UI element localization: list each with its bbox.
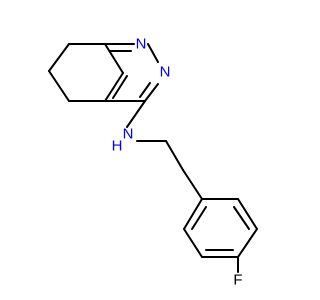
nitrogen-atom-n1: N — [136, 36, 147, 53]
bond — [104, 43, 124, 74]
bond — [183, 198, 203, 230]
bond — [182, 169, 203, 200]
amine-hydrogen: H — [112, 138, 123, 155]
bond — [237, 198, 258, 230]
bond — [112, 75, 128, 99]
bond — [191, 206, 207, 230]
fluorine-atom: F — [233, 272, 242, 289]
bond — [237, 228, 258, 258]
bond — [147, 43, 159, 63]
amine-nitrogen: N — [123, 126, 134, 143]
nitrogen-atom-n3: N — [160, 64, 171, 81]
bond — [48, 70, 70, 102]
bond — [165, 140, 184, 171]
bond — [183, 228, 203, 258]
bond — [126, 100, 146, 128]
bond — [139, 82, 151, 98]
molecule-drawing: N N N H F — [48, 36, 258, 289]
atom-labels: N N N H F — [112, 36, 243, 289]
bonds — [48, 43, 258, 273]
structure-canvas: N N N H F — [48, 36, 258, 289]
bond — [233, 206, 250, 230]
bond — [48, 43, 70, 72]
bond — [144, 83, 159, 102]
bond — [104, 72, 124, 102]
